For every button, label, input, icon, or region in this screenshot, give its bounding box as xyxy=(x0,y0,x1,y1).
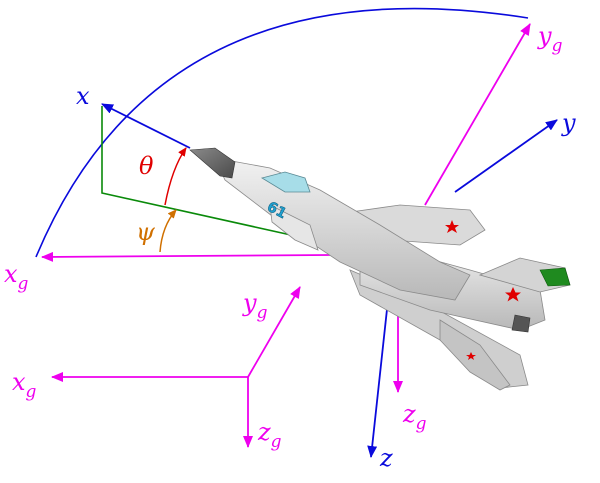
yg-axis-ref xyxy=(247,286,301,378)
label-zg-ref: zg xyxy=(257,418,282,452)
label-y: y xyxy=(561,109,576,137)
yg-axis-main xyxy=(424,23,531,206)
label-z: z xyxy=(379,444,393,472)
x-axis-body xyxy=(101,103,191,149)
psi-arc xyxy=(159,209,177,253)
label-theta: θ xyxy=(139,152,154,180)
label-yg-ref: yg xyxy=(242,289,268,323)
label-x: x xyxy=(76,82,90,110)
red-star-icon xyxy=(445,220,521,360)
yaw-arc xyxy=(35,7,529,258)
z-axis-body xyxy=(367,299,389,458)
xg-axis-main xyxy=(41,251,331,262)
label-yg-main: yg xyxy=(537,22,563,56)
reference-frame xyxy=(51,286,301,448)
label-xg-main: xg xyxy=(4,260,29,294)
projection-lines xyxy=(101,106,301,238)
label-zg-main: zg xyxy=(402,400,427,434)
label-psi: ψ xyxy=(136,218,156,246)
theta-arc xyxy=(164,147,187,206)
jet-fighter-icon: 61 xyxy=(189,147,571,391)
fin-tip xyxy=(539,267,571,287)
label-xg-ref: xg xyxy=(12,368,37,402)
y-axis-body xyxy=(454,119,558,193)
